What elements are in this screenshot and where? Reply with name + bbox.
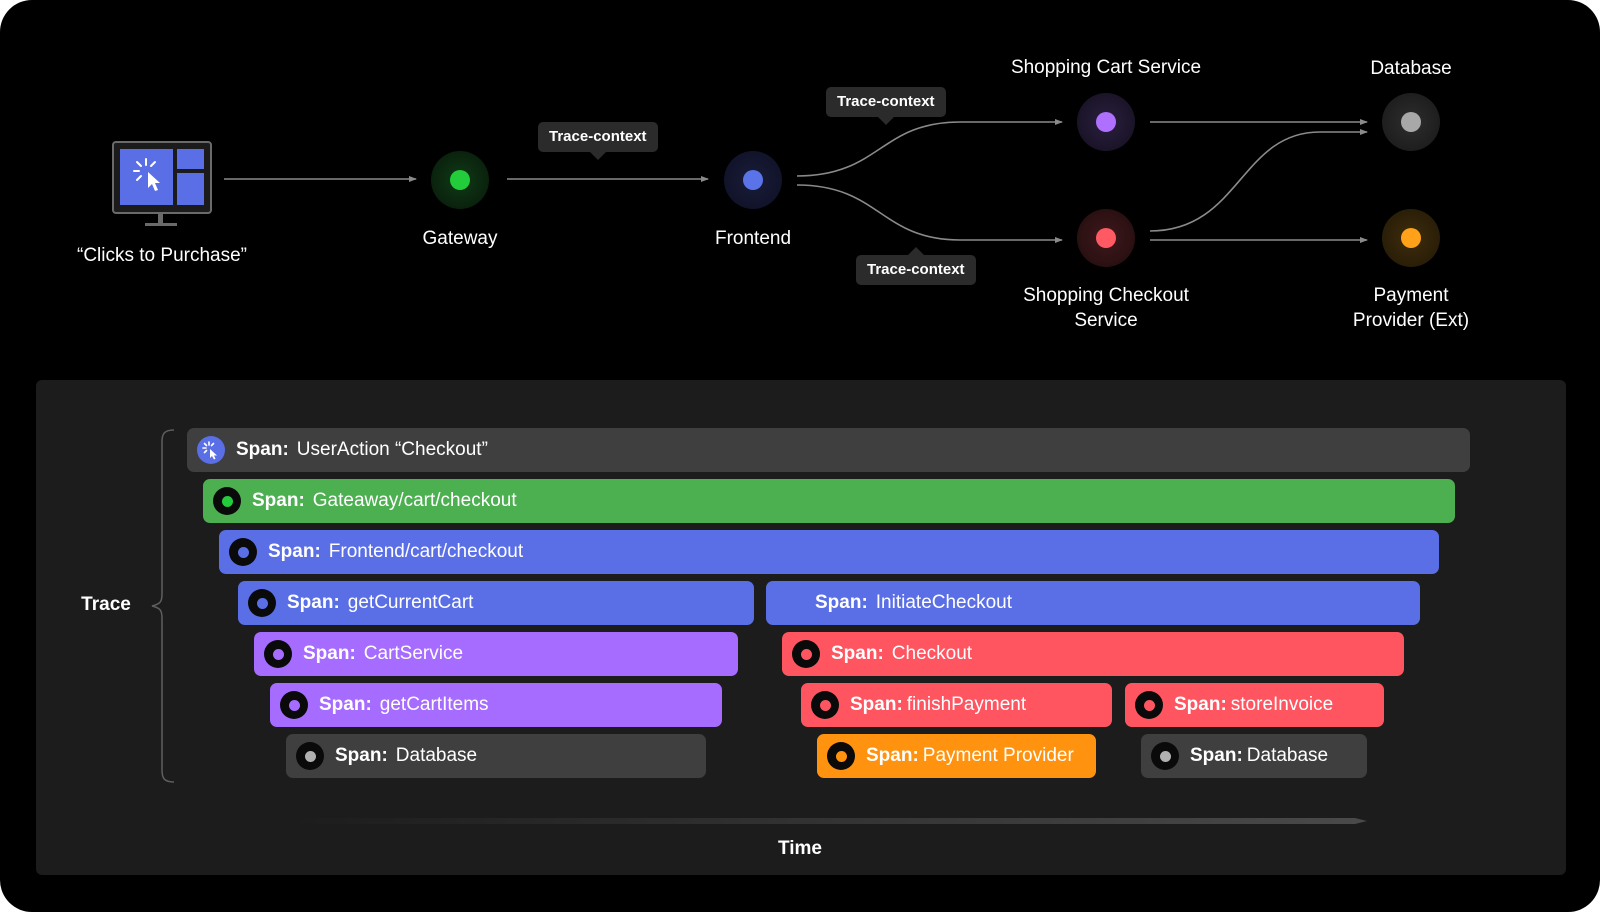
span-finish-payment: Span: finishPayment bbox=[801, 683, 1112, 727]
span-name: InitiateCheckout bbox=[875, 592, 1013, 613]
span-name: storeInvoice bbox=[1230, 694, 1334, 715]
trace-brace bbox=[151, 429, 175, 783]
trace-context-tag-2-text: Trace-context bbox=[837, 93, 935, 110]
payment-provider-node bbox=[1382, 209, 1440, 267]
span-name: CartService bbox=[363, 643, 464, 664]
flow-connectors bbox=[224, 119, 1368, 243]
checkout-service-dot bbox=[1096, 228, 1116, 248]
span-name: getCurrentCart bbox=[347, 592, 474, 613]
trace-label: Trace bbox=[81, 594, 131, 615]
database-span-icon bbox=[1151, 742, 1179, 770]
span-prefix: Span: bbox=[831, 643, 884, 664]
span-get-cart-items: Span: getCartItems bbox=[270, 683, 722, 727]
time-label: Time bbox=[777, 838, 822, 859]
span-name: Checkout bbox=[891, 643, 973, 664]
monitor-click-icon bbox=[112, 141, 212, 226]
trace-context-tag-3-text: Trace-context bbox=[867, 261, 965, 278]
cart-span-icon bbox=[264, 640, 292, 668]
checkout-service-label-line1: Shopping Checkout bbox=[1023, 285, 1189, 306]
trace-context-tag-1: Trace-context bbox=[538, 122, 658, 160]
span-name: finishPayment bbox=[906, 694, 1027, 715]
span-prefix: Span: bbox=[287, 592, 340, 613]
cart-span-icon bbox=[280, 691, 308, 719]
span-prefix: Span: bbox=[335, 745, 388, 766]
payment-provider-label-line1: Payment bbox=[1373, 285, 1449, 306]
span-prefix: Span: bbox=[268, 541, 321, 562]
payment-provider-dot bbox=[1401, 228, 1421, 248]
connector-frontend-cart bbox=[796, 119, 1063, 177]
gateway-span-icon bbox=[213, 487, 241, 515]
database-dot bbox=[1401, 112, 1421, 132]
span-name: getCartItems bbox=[379, 694, 489, 715]
payment-span-icon bbox=[827, 742, 855, 770]
span-name: Database bbox=[395, 745, 478, 766]
trace-context-tag-2: Trace-context bbox=[826, 87, 946, 125]
payment-provider-label: Payment Provider (Ext) bbox=[1326, 283, 1496, 333]
gateway-dot bbox=[450, 170, 470, 190]
connector-frontend-checkout bbox=[796, 184, 1063, 243]
connector-checkout-database bbox=[1149, 129, 1368, 232]
span-prefix: Span: bbox=[1174, 694, 1227, 715]
span-gateway: Span: Gateaway/cart/checkout bbox=[203, 479, 1455, 523]
span-name: Gateaway/cart/checkout bbox=[312, 490, 517, 511]
span-name: UserAction “Checkout” bbox=[296, 439, 488, 460]
trace-context-tag-1-text: Trace-context bbox=[549, 128, 647, 145]
span-cart-service: Span: CartService bbox=[254, 632, 738, 676]
span-prefix: Span: bbox=[815, 592, 868, 613]
frontend-node bbox=[724, 151, 782, 209]
cart-service-label: Shopping Cart Service bbox=[1010, 57, 1202, 78]
client-label: “Clicks to Purchase” bbox=[77, 245, 247, 266]
span-database-cart: Span: Database bbox=[286, 734, 706, 778]
span-payment-provider: Span: Payment Provider bbox=[817, 734, 1096, 778]
frontend-span-icon bbox=[229, 538, 257, 566]
span-prefix: Span: bbox=[866, 745, 919, 766]
checkout-service-node bbox=[1077, 209, 1135, 267]
span-prefix: Span: bbox=[252, 490, 305, 511]
span-database-checkout: Span: Database bbox=[1141, 734, 1367, 778]
span-name: Database bbox=[1246, 745, 1329, 766]
span-store-invoice: Span: storeInvoice bbox=[1125, 683, 1384, 727]
checkout-service-label-line2: Service bbox=[1074, 310, 1138, 331]
gateway-node bbox=[431, 151, 489, 209]
time-axis-arrow bbox=[285, 818, 1367, 824]
frontend-dot bbox=[743, 170, 763, 190]
span-name: Frontend/cart/checkout bbox=[328, 541, 524, 562]
span-initiate-checkout: Span: InitiateCheckout bbox=[766, 581, 1420, 625]
checkout-span-icon bbox=[792, 640, 820, 668]
cart-service-dot bbox=[1096, 112, 1116, 132]
span-name: Payment Provider bbox=[922, 745, 1074, 766]
span-checkout: Span: Checkout bbox=[782, 632, 1404, 676]
frontend-label: Frontend bbox=[714, 228, 792, 249]
cart-service-node bbox=[1077, 93, 1135, 151]
checkout-service-label: Shopping Checkout Service bbox=[996, 283, 1216, 333]
span-get-current-cart: Span: getCurrentCart bbox=[238, 581, 754, 625]
payment-provider-label-line2: Provider (Ext) bbox=[1352, 310, 1470, 331]
span-prefix: Span: bbox=[236, 439, 289, 460]
span-prefix: Span: bbox=[1190, 745, 1243, 766]
gateway-label: Gateway bbox=[422, 228, 498, 249]
database-span-icon bbox=[296, 742, 324, 770]
checkout-span-icon bbox=[811, 691, 839, 719]
span-user-action: Span: UserAction “Checkout” bbox=[187, 428, 1470, 472]
database-node bbox=[1382, 93, 1440, 151]
trace-context-tag-3: Trace-context bbox=[856, 247, 976, 285]
checkout-span-icon bbox=[1135, 691, 1163, 719]
click-cursor-icon bbox=[197, 436, 225, 464]
frontend-span-icon bbox=[248, 589, 276, 617]
span-prefix: Span: bbox=[850, 694, 903, 715]
span-prefix: Span: bbox=[303, 643, 356, 664]
span-frontend: Span: Frontend/cart/checkout bbox=[219, 530, 1439, 574]
span-prefix: Span: bbox=[319, 694, 372, 715]
database-label: Database bbox=[1370, 58, 1452, 79]
